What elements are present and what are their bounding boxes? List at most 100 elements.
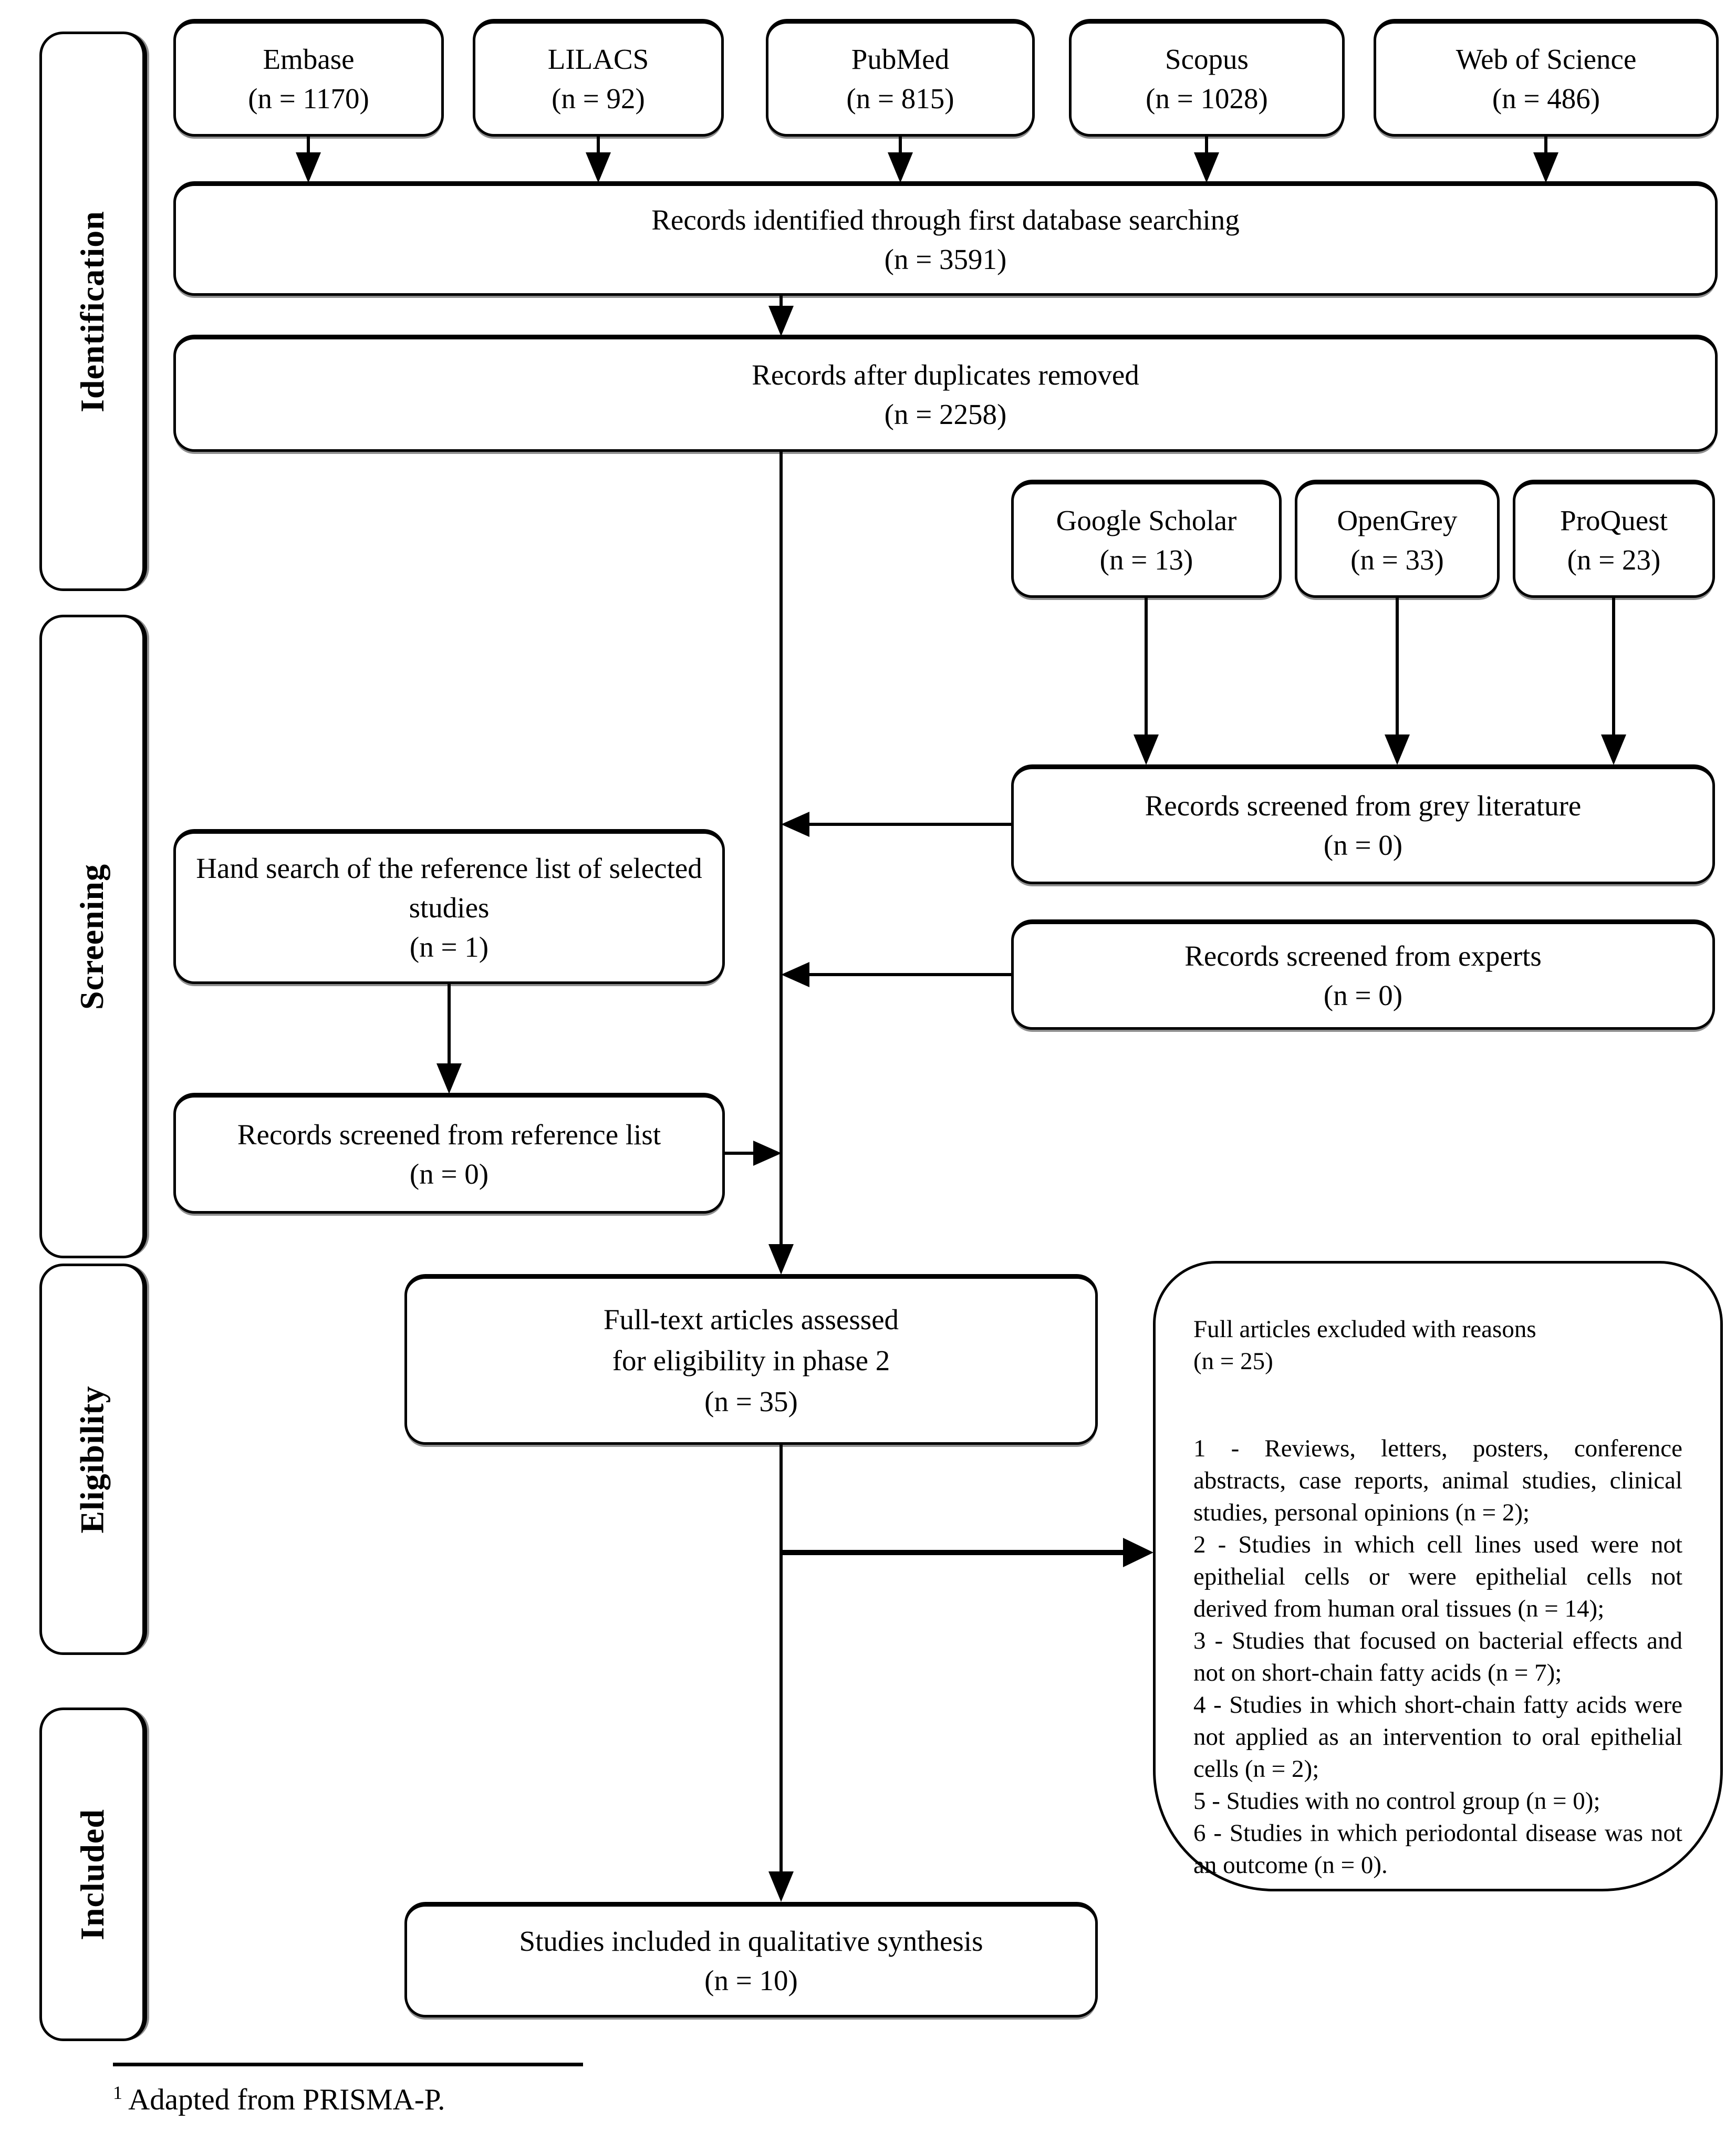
excluded-reason-2: 2 - Studies in which cell lines used wer… bbox=[1193, 1531, 1682, 1622]
box-pubmed: PubMed (n = 815) bbox=[766, 19, 1035, 137]
box-full-text-line2: for eligibility in phase 2 bbox=[612, 1344, 890, 1377]
box-experts-count: (n = 0) bbox=[1323, 979, 1403, 1011]
box-google-scholar: Google Scholar (n = 13) bbox=[1011, 480, 1282, 598]
box-proquest: ProQuest (n = 23) bbox=[1513, 480, 1715, 598]
box-full-text-line1: Full-text articles assessed bbox=[603, 1303, 899, 1336]
box-grey-literature-count: (n = 0) bbox=[1323, 829, 1403, 861]
footnote-rule bbox=[113, 2063, 583, 2066]
arrow-proquest-down bbox=[1612, 598, 1615, 737]
box-records-identified: Records identified through first databas… bbox=[173, 181, 1718, 296]
arrow-wos-down bbox=[1544, 137, 1547, 159]
stage-box-identification: Identification bbox=[39, 32, 147, 591]
arrowhead-scopus-down bbox=[1194, 152, 1219, 183]
arrow-handsearch-to-reflist bbox=[448, 984, 451, 1067]
box-proquest-count: (n = 23) bbox=[1567, 543, 1661, 576]
box-scopus-count: (n = 1028) bbox=[1146, 82, 1268, 115]
arrowhead-identified-to-duplicates bbox=[768, 306, 794, 336]
excluded-reason-6: 6 - Studies in which periodontal disease… bbox=[1193, 1819, 1682, 1879]
arrowhead-fulltext-to-included bbox=[768, 1871, 794, 1902]
arrow-reflist-to-spine bbox=[725, 1152, 754, 1155]
box-embase: Embase (n = 1170) bbox=[173, 19, 444, 137]
box-reference-list-title: Records screened from reference list bbox=[237, 1119, 661, 1151]
box-opengrey: OpenGrey (n = 33) bbox=[1295, 480, 1500, 598]
footnote-marker: 1 bbox=[113, 2082, 122, 2103]
arrow-fulltext-to-included bbox=[779, 1445, 783, 1873]
box-lilacs-title: LILACS bbox=[547, 43, 649, 75]
arrowhead-lilacs-down bbox=[586, 152, 611, 183]
excluded-reason-5: 5 - Studies with no control group (n = 0… bbox=[1193, 1787, 1600, 1815]
arrowhead-opengrey-down bbox=[1385, 734, 1410, 765]
arrow-scopus-down bbox=[1205, 137, 1208, 159]
stage-label-eligibility: Eligibility bbox=[73, 1385, 111, 1534]
excluded-reason-4: 4 - Studies in which short-chain fatty a… bbox=[1193, 1691, 1682, 1783]
box-web-of-science-count: (n = 486) bbox=[1492, 82, 1600, 115]
arrow-duplicates-to-fulltext bbox=[779, 452, 783, 1245]
box-records-identified-count: (n = 3591) bbox=[884, 243, 1007, 275]
stage-label-included: Included bbox=[73, 1808, 111, 1940]
stage-label-screening: Screening bbox=[73, 863, 111, 1010]
box-hand-search-title: Hand search of the reference list of sel… bbox=[196, 852, 702, 924]
box-grey-literature: Records screened from grey literature (n… bbox=[1011, 764, 1715, 884]
arrowhead-wos-down bbox=[1533, 152, 1558, 183]
excluded-reason-list: 1 - Reviews, letters, posters, conferenc… bbox=[1193, 1433, 1682, 1881]
box-lilacs: LILACS (n = 92) bbox=[473, 19, 724, 137]
box-reference-list: Records screened from reference list (n … bbox=[173, 1093, 725, 1214]
arrowhead-experts-to-spine bbox=[781, 962, 809, 987]
box-opengrey-title: OpenGrey bbox=[1337, 504, 1458, 536]
stage-box-screening: Screening bbox=[39, 615, 147, 1258]
arrowhead-pubmed-down bbox=[888, 152, 913, 183]
arrow-identified-to-duplicates bbox=[779, 296, 783, 313]
box-proquest-title: ProQuest bbox=[1560, 504, 1668, 536]
box-experts-title: Records screened from experts bbox=[1184, 940, 1542, 972]
box-embase-title: Embase bbox=[263, 43, 355, 75]
box-included-studies-count: (n = 10) bbox=[704, 1964, 798, 1996]
box-web-of-science-title: Web of Science bbox=[1456, 43, 1637, 75]
arrow-greylit-to-spine bbox=[806, 823, 1011, 826]
box-hand-search-count: (n = 1) bbox=[409, 931, 489, 963]
box-lilacs-count: (n = 92) bbox=[552, 82, 645, 115]
arrowhead-branch-to-excluded bbox=[1123, 1538, 1153, 1567]
box-experts: Records screened from experts (n = 0) bbox=[1011, 919, 1715, 1030]
stage-box-eligibility: Eligibility bbox=[39, 1264, 147, 1655]
box-google-scholar-count: (n = 13) bbox=[1099, 543, 1193, 576]
box-full-text-count: (n = 35) bbox=[704, 1385, 798, 1417]
stage-box-included: Included bbox=[39, 1708, 147, 2041]
box-records-identified-title: Records identified through first databas… bbox=[651, 204, 1240, 236]
box-excluded-count: (n = 25) bbox=[1193, 1348, 1273, 1375]
box-opengrey-count: (n = 33) bbox=[1350, 543, 1444, 576]
arrowhead-proquest-down bbox=[1601, 734, 1626, 765]
arrow-experts-to-spine bbox=[806, 973, 1011, 976]
box-scopus: Scopus (n = 1028) bbox=[1069, 19, 1345, 137]
arrowhead-greylit-to-spine bbox=[781, 812, 809, 837]
arrow-gscholar-down bbox=[1145, 598, 1148, 737]
arrow-branch-to-excluded bbox=[781, 1550, 1125, 1555]
stage-label-identification: Identification bbox=[73, 210, 111, 412]
arrow-opengrey-down bbox=[1396, 598, 1399, 737]
arrow-pubmed-down bbox=[899, 137, 902, 159]
box-pubmed-count: (n = 815) bbox=[846, 82, 954, 115]
box-google-scholar-title: Google Scholar bbox=[1056, 504, 1237, 536]
box-excluded-title: Full articles excluded with reasons bbox=[1193, 1316, 1536, 1343]
box-grey-literature-title: Records screened from grey literature bbox=[1145, 790, 1582, 822]
excluded-reason-3: 3 - Studies that focused on bacterial ef… bbox=[1193, 1627, 1682, 1686]
box-included-studies: Studies included in qualitative synthesi… bbox=[404, 1902, 1098, 2017]
box-included-studies-title: Studies included in qualitative synthesi… bbox=[519, 1925, 983, 1957]
box-pubmed-title: PubMed bbox=[851, 43, 950, 75]
box-duplicates-removed: Records after duplicates removed (n = 22… bbox=[173, 335, 1718, 452]
box-reference-list-count: (n = 0) bbox=[409, 1158, 489, 1190]
footnote-text: Adapted from PRISMA-P. bbox=[122, 2083, 445, 2116]
box-embase-count: (n = 1170) bbox=[248, 82, 369, 115]
box-duplicates-removed-count: (n = 2258) bbox=[884, 398, 1007, 430]
box-full-text-assessed: Full-text articles assessed for eligibil… bbox=[404, 1274, 1098, 1445]
box-scopus-title: Scopus bbox=[1165, 43, 1249, 75]
box-excluded-reasons: Full articles excluded with reasons (n =… bbox=[1153, 1261, 1723, 1891]
arrowhead-handsearch-to-reflist bbox=[436, 1063, 462, 1094]
box-web-of-science: Web of Science (n = 486) bbox=[1374, 19, 1719, 137]
arrowhead-embase-down bbox=[296, 152, 321, 183]
arrowhead-gscholar-down bbox=[1134, 734, 1159, 765]
box-duplicates-removed-title: Records after duplicates removed bbox=[752, 358, 1139, 391]
arrowhead-reflist-to-spine bbox=[753, 1141, 782, 1166]
excluded-reason-1: 1 - Reviews, letters, posters, conferenc… bbox=[1193, 1435, 1682, 1526]
arrowhead-duplicates-to-fulltext bbox=[768, 1244, 794, 1275]
